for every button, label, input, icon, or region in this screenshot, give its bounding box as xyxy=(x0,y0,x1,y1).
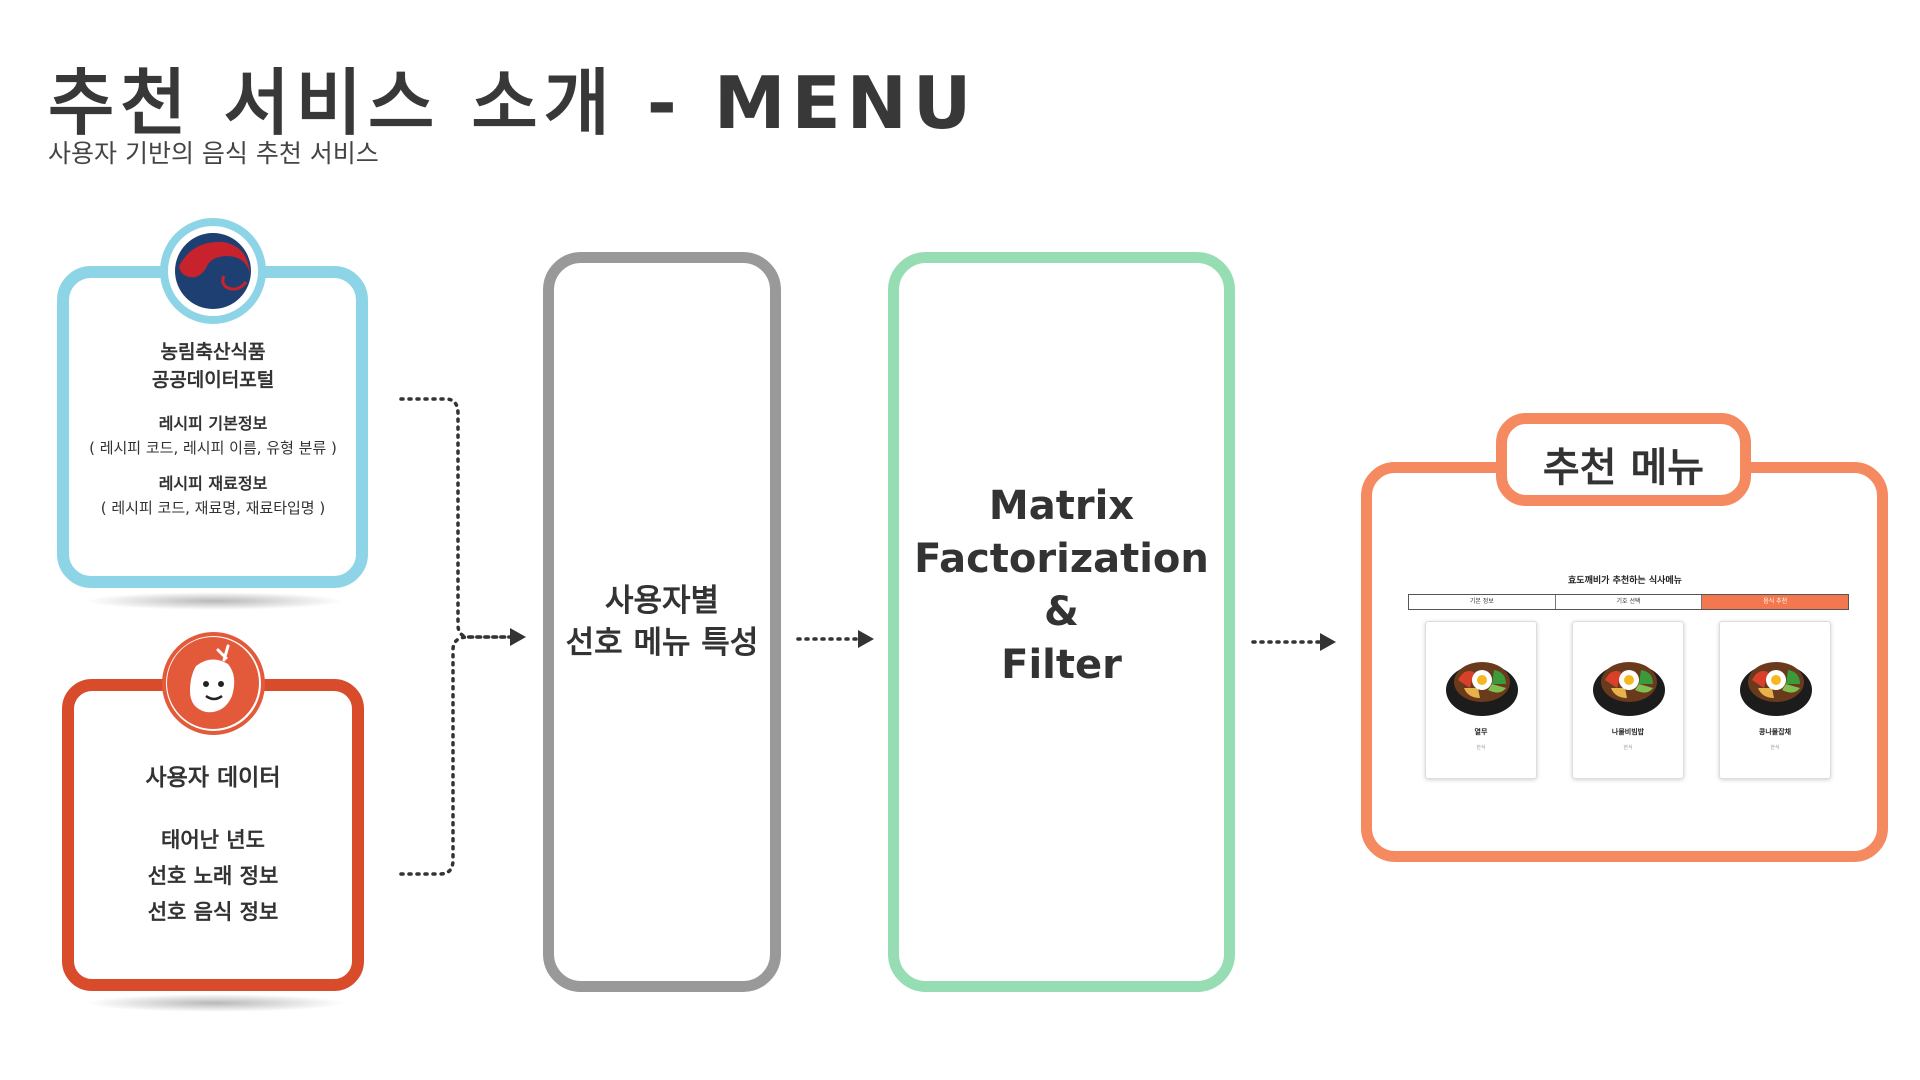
mascot-character-icon xyxy=(162,632,265,735)
user-data-item: 선호 음식 정보 xyxy=(147,900,279,924)
user-data-item: 태어난 년도 xyxy=(161,828,265,852)
menu-card[interactable]: 나물비빔밥 한식 xyxy=(1572,621,1684,779)
model-label-line: Factorization xyxy=(914,536,1209,582)
recommended-menu-label-frame xyxy=(1496,413,1751,506)
model-label-line: & xyxy=(1044,589,1079,635)
taegeuk-emblem-icon xyxy=(160,218,266,324)
menu-card[interactable]: 열무 한식 xyxy=(1425,621,1537,779)
menu-card-name: 콩나물잡채 xyxy=(1758,728,1792,736)
menu-card-name: 열무 xyxy=(1474,728,1488,736)
public-data-title-line: 공공데이터포털 xyxy=(151,369,275,391)
app-screenshot-title: 효도깨비가 추천하는 식사메뉴 xyxy=(1568,576,1682,586)
bibimbap-icon xyxy=(1740,662,1812,716)
matrix-factorization-label: Matrix Factorization & Filter xyxy=(888,480,1235,692)
recipe-ingredient-info-title: 레시피 재료정보 xyxy=(158,474,268,493)
user-data-title: 사용자 데이터 xyxy=(145,765,281,791)
tab-preference[interactable]: 기호 선택 xyxy=(1556,595,1703,609)
box-shadow xyxy=(85,994,345,1012)
menu-card-category: 한식 xyxy=(1770,745,1780,751)
recipe-basic-info-detail: ( 레시피 코드, 레시피 이름, 유형 분류 ) xyxy=(89,439,337,457)
arrow-head-icon xyxy=(858,630,874,648)
bibimbap-icon xyxy=(1446,662,1518,716)
user-preference-features-label: 사용자별 선호 메뉴 특성 xyxy=(543,580,781,664)
app-tab-bar: 기본 정보 기호 선택 음식 추천 xyxy=(1408,594,1849,610)
tab-food-recommend[interactable]: 음식 추천 xyxy=(1702,595,1849,609)
menu-card-category: 한식 xyxy=(1476,745,1486,751)
matrix-factorization-box xyxy=(888,252,1235,992)
features-label-line: 선호 메뉴 특성 xyxy=(565,625,759,661)
arrow-head-icon xyxy=(1320,633,1336,651)
menu-card-name: 나물비빔밥 xyxy=(1611,728,1645,736)
connector-user-data xyxy=(399,635,512,876)
user-data-item: 선호 노래 정보 xyxy=(147,864,279,888)
tab-basic-info[interactable]: 기본 정보 xyxy=(1409,595,1556,609)
page-subtitle: 사용자 기반의 음식 추천 서비스 xyxy=(48,139,379,168)
public-data-title: 농림축산식품 공공데이터포털 xyxy=(63,338,363,394)
recipe-ingredient-info-detail: ( 레시피 코드, 재료명, 재료타입명 ) xyxy=(100,499,326,517)
recommended-menu-label: 추천 메뉴 xyxy=(1542,445,1705,491)
features-label-line: 사용자별 xyxy=(604,583,720,619)
menu-card[interactable]: 콩나물잡채 한식 xyxy=(1719,621,1831,779)
box-shadow xyxy=(85,592,345,610)
model-label-line: Filter xyxy=(1001,642,1122,688)
page-title: 추천 서비스 소개 - MENU xyxy=(48,61,978,145)
model-label-line: Matrix xyxy=(988,483,1135,529)
arrow-head-icon xyxy=(510,628,526,646)
public-data-title-line: 농림축산식품 xyxy=(160,341,266,363)
menu-card-category: 한식 xyxy=(1623,745,1633,751)
bibimbap-icon xyxy=(1593,662,1665,716)
recipe-basic-info-title: 레시피 기본정보 xyxy=(158,414,268,433)
user-data-box xyxy=(62,679,364,991)
connector-public-data xyxy=(399,397,512,639)
user-preference-features-box xyxy=(543,252,781,992)
